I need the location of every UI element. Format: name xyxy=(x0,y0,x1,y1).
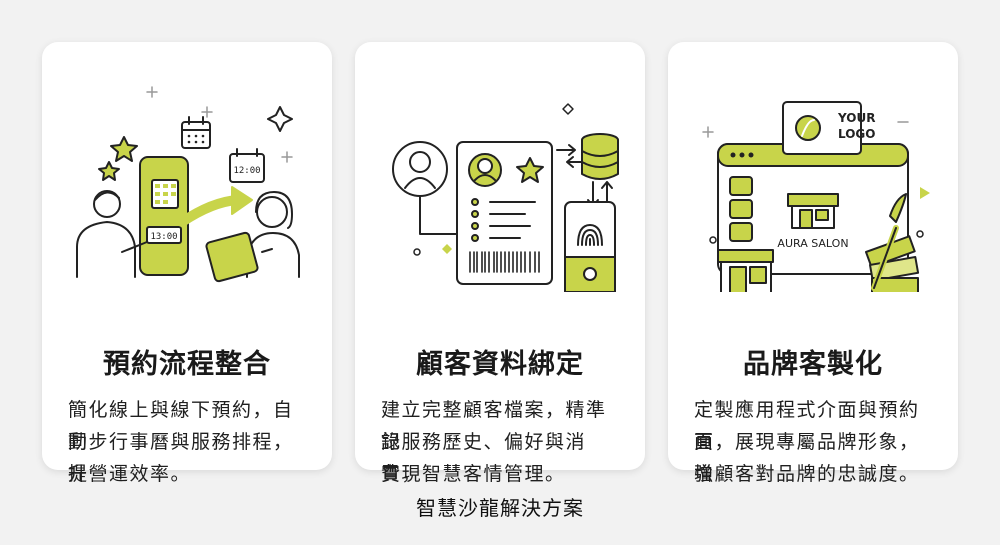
card-desc-line: 錄服務歷史、偏好與消費， xyxy=(381,431,587,485)
clock-time: 12:00 xyxy=(233,166,260,176)
card-brand-customization: YOUR LOGO AURA SALON 品牌客製化 定製應用程式介面與預約頁 … xyxy=(668,42,958,485)
card-customer-data: 顧客資料綁定 建立完整顧客檔案，精準記 錄服務歷史、偏好與消費， 實現智慧客情管… xyxy=(355,42,645,485)
card-desc-line: 定製應用程式介面與預約頁 xyxy=(694,399,920,453)
card-desc-line: 強顧客對品牌的忠誠度。 xyxy=(694,463,920,485)
logo-icon xyxy=(782,101,862,155)
card-desc-line: 建立完整顧客檔案，精準記 xyxy=(381,399,607,453)
card-title: 預約流程整合 xyxy=(103,349,271,380)
profile-card-icon xyxy=(456,141,553,285)
customer-data-illustration xyxy=(392,103,619,292)
barcode-icon xyxy=(469,251,540,273)
slot-time: 13:00 xyxy=(150,232,177,242)
card-desc-line: 升營運效率。 xyxy=(68,463,192,485)
database-icon xyxy=(581,133,619,180)
logo-text-line2: LOGO xyxy=(838,127,875,141)
sparkle-icon xyxy=(267,106,293,132)
card-desc-line: 實現智慧客情管理。 xyxy=(381,463,566,485)
card-desc-line: 面，展現專屬品牌形象，增 xyxy=(694,431,920,485)
calendar-icon xyxy=(181,116,211,149)
tablet-icon xyxy=(205,231,259,283)
arrow-icon xyxy=(177,195,242,227)
smartphone-icon xyxy=(139,156,189,276)
booking-illustration: 12:00 13:00 xyxy=(76,86,300,283)
card-desc-line: 簡化線上與線下預約，自動 xyxy=(68,399,294,453)
salon-name: AURA SALON xyxy=(777,237,848,250)
card-booking-integration: 12:00 13:00 預約流程整合 簡化線上與線下預約，自動 同步行事曆與服務… xyxy=(42,42,332,485)
logo-text-line1: YOUR xyxy=(837,111,875,125)
brand-illustration: YOUR LOGO AURA SALON xyxy=(702,101,930,292)
card-title: 品牌客製化 xyxy=(743,349,883,380)
page-caption: 智慧沙龍解決方案 xyxy=(416,496,584,520)
card-desc-line: 同步行事曆與服務排程，提 xyxy=(68,431,294,485)
card-title: 顧客資料綁定 xyxy=(416,349,584,380)
fingerprint-icon xyxy=(564,201,616,292)
user-icon xyxy=(392,141,448,197)
storefront-icon xyxy=(717,193,839,292)
paintbrush-icon xyxy=(871,193,907,291)
